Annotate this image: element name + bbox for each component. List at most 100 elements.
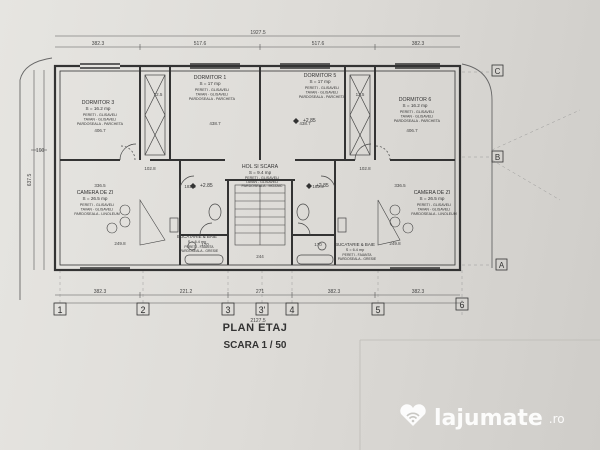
dim-inner: 170	[201, 242, 209, 247]
axis-label-3prime: 3'	[259, 305, 266, 315]
dim-top-3: 517.6	[312, 41, 325, 47]
sheet-edge	[461, 63, 493, 268]
room-area: S = 16.2 mp	[86, 106, 111, 111]
dim-inner: 336.5	[94, 183, 106, 188]
dim-inner: 12.5	[356, 92, 365, 97]
room-name: CAMERA DE ZI	[77, 190, 114, 196]
dim-inner: 438.7	[209, 121, 221, 126]
axis-label-2: 2	[140, 305, 145, 315]
interior-walls	[60, 66, 455, 265]
room-finish: PARDOSEALA - LINOLEUM	[411, 212, 456, 216]
dim-inner: 406.7	[94, 128, 106, 133]
axis-label-C: C	[495, 67, 501, 76]
sanitary-fixtures	[169, 203, 347, 265]
room-finish: PARDOSEALA - PARCHETA	[189, 97, 236, 101]
room-area: S = 26.5 mp	[420, 196, 445, 201]
room-area: S = 6.4 mp	[346, 248, 364, 252]
level-mark-symbols	[190, 118, 312, 189]
dim-left-total: 637.5	[27, 174, 33, 187]
room-finish: PERETI - GLISAVELI	[400, 110, 434, 114]
room-finish: PERETI - GLISAVELI	[195, 88, 229, 92]
axis-label-4: 4	[289, 305, 294, 315]
axis-label-A: A	[499, 261, 505, 270]
room-finish: TAVAN - GLISAVELI	[196, 93, 228, 97]
dim-inner: 102.8	[359, 166, 371, 171]
room-finish: TAVAN - GLISAVELI	[306, 91, 338, 95]
heart-wifi-icon	[398, 404, 428, 433]
closets	[144, 74, 371, 156]
outer-walls	[53, 64, 462, 272]
axis-label-3: 3	[225, 305, 230, 315]
room-finish: PERETI - GLISAVELI	[417, 203, 451, 207]
room-name: DORMITOR 5	[304, 73, 337, 79]
plan-title: PLAN ETAJ	[222, 322, 288, 334]
dim-inner: 438.7	[299, 121, 311, 126]
sheet-edge	[19, 57, 53, 300]
room-finish: TAVAN - GLISAVELI	[418, 208, 450, 212]
dim-inner: 336.5	[394, 183, 406, 188]
room-name: DORMITOR 3	[82, 100, 115, 106]
room-area: S = 6.4 mp	[188, 240, 206, 244]
room-name: DORMITOR 6	[399, 97, 432, 103]
room-name: HOL SI SCARA	[242, 164, 279, 170]
dim-inner: 170	[314, 242, 322, 247]
room-finish: PERETI - GLISAVELI	[83, 113, 117, 117]
axis-grid	[59, 71, 581, 315]
dim-bottom-3: 271	[256, 289, 265, 295]
room-finish: PERETI - GLISAVELI	[245, 176, 279, 180]
level-mark: +2.85	[316, 183, 329, 189]
room-finish: TAVAN - GLISAVELI	[81, 208, 113, 212]
plan-scale: SCARA 1 / 50	[223, 340, 287, 351]
level-mark: +2.85	[303, 118, 316, 124]
room-area: S = 16.2 mp	[403, 103, 428, 108]
dim-inner: 182.5	[184, 184, 196, 189]
room-finish: PERETI - GLISAVELI	[305, 86, 339, 90]
dim-inner: 244	[256, 254, 264, 259]
room-area: S = 26.5 mp	[83, 196, 108, 201]
dim-inner: 249.8	[114, 241, 126, 246]
room-name: BUCATARIE & BAIE	[335, 242, 375, 247]
room-area: S = 17 mp	[309, 79, 331, 84]
room-area: S = 17 mp	[199, 81, 221, 86]
room-finish: PARDOSEALA - PARCHETA	[77, 122, 124, 126]
level-mark: +2.85	[200, 183, 213, 189]
dimension-lines	[31, 35, 460, 304]
dim-bottom-4: 382.3	[328, 289, 341, 295]
dim-inner: 102.8	[144, 166, 156, 171]
room-finish: PERETI - GLISAVELI	[80, 203, 114, 207]
dim-bottom-total: 2127.5	[250, 318, 266, 324]
axis-label-6: 6	[459, 300, 464, 310]
room-finish: PARDOSEALA - GRESIE	[180, 249, 219, 253]
furniture-living	[106, 198, 414, 246]
dim-left-part: 160	[36, 148, 45, 154]
dim-inner: 182.5	[312, 184, 324, 189]
watermark: lajumate .ro	[398, 404, 565, 433]
room-finish: PERETI - FAIANTA	[342, 253, 372, 257]
room-finish: PARDOSEALA - PARCHETA	[299, 95, 346, 99]
axis-label-1: 1	[57, 305, 62, 315]
dim-bottom-2: 221.2	[180, 289, 193, 295]
dim-top-total: 1927.5	[250, 30, 266, 36]
room-name: BUCATARIE & BAIE	[177, 234, 217, 239]
staircase	[234, 184, 286, 246]
room-finish: PARDOSEALA - LINOLEUM	[74, 212, 119, 216]
dim-inner: 249.8	[389, 241, 401, 246]
room-finish: PARDOSEALA - PARCHETA	[394, 119, 441, 123]
room-finish: TAVAN - GLISAVELI	[246, 180, 278, 184]
window-marks	[80, 63, 440, 269]
room-finish: PARDOSEALA - MOZAIC	[241, 184, 282, 188]
dim-top-4: 382.3	[412, 41, 425, 47]
axis-bubbles-vertical	[53, 297, 469, 316]
watermark-brand: lajumate	[434, 406, 543, 431]
axis-label-5: 5	[375, 305, 380, 315]
dim-inner: 406.7	[406, 128, 418, 133]
axis-bubbles-horizontal	[491, 64, 508, 271]
axis-label-B: B	[495, 153, 500, 162]
dim-inner: 12.5	[154, 92, 163, 97]
room-finish: PARDOSEALA - GRESIE	[338, 257, 377, 261]
dim-top-1: 382.3	[92, 41, 105, 47]
watermark-tld: .ro	[548, 411, 565, 426]
room-name: CAMERA DE ZI	[414, 190, 451, 196]
